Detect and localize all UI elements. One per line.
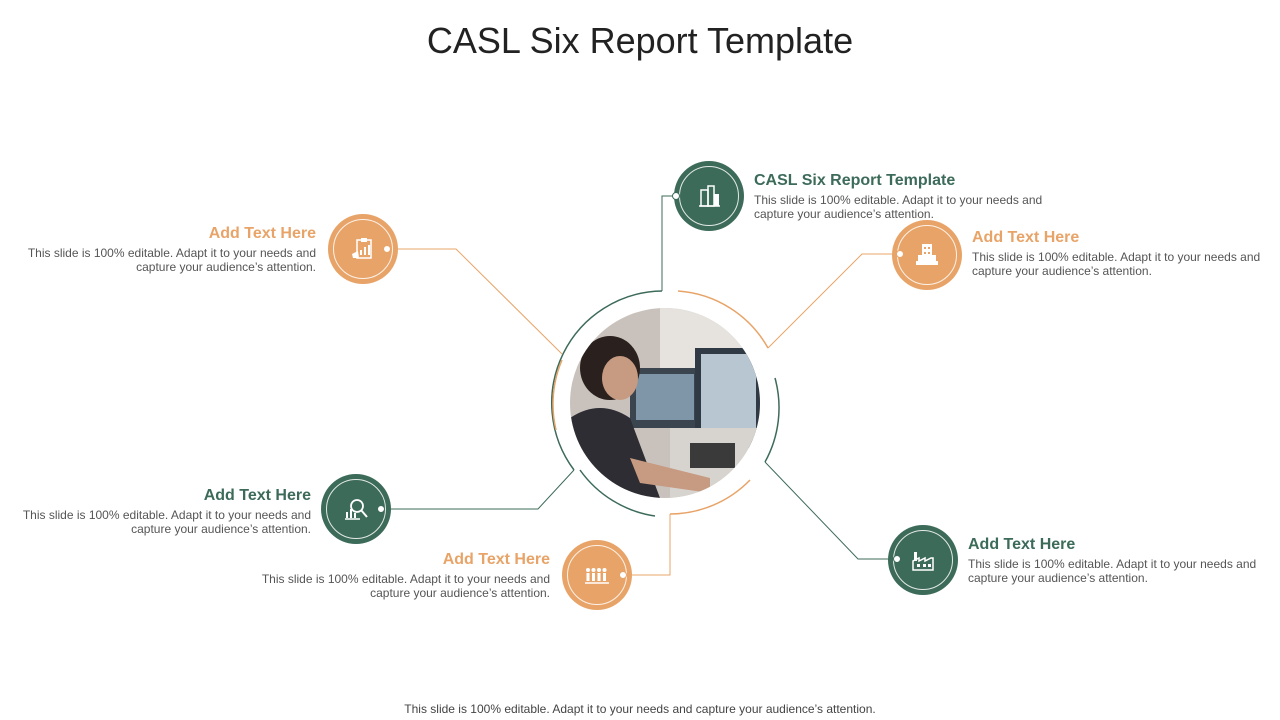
label-upper-right-body: This slide is 100% editable. Adapt it to…	[972, 250, 1261, 278]
node-lower-left	[321, 474, 391, 544]
connector-top	[661, 195, 676, 291]
factory-icon	[912, 552, 934, 571]
label-bottom-body: This slide is 100% editable. Adapt it to…	[261, 572, 550, 600]
label-upper-right-heading: Add Text Here	[972, 229, 1080, 246]
node-bottom	[562, 540, 632, 610]
label-lower-left: Add Text Here This slide is 100% editabl…	[11, 487, 311, 536]
label-lower-right-body: This slide is 100% editable. Adapt it to…	[968, 557, 1257, 585]
center-photo	[570, 308, 760, 498]
connector-upper-right	[767, 253, 897, 349]
connector-upper-left	[391, 248, 563, 355]
node-top	[672, 161, 744, 231]
center-arc-orange-left	[552, 359, 563, 431]
label-lower-right: Add Text Here This slide is 100% editabl…	[968, 536, 1268, 585]
label-bottom: Add Text Here This slide is 100% editabl…	[250, 551, 550, 600]
connector-bottom	[627, 514, 671, 576]
label-upper-left-body: This slide is 100% editable. Adapt it to…	[27, 246, 316, 274]
report-clipboard-icon	[352, 238, 372, 259]
center-arc-green-right	[764, 377, 780, 463]
label-lower-left-heading: Add Text Here	[203, 487, 311, 504]
node-upper-right	[892, 220, 962, 290]
connector-lower-right	[764, 461, 893, 560]
label-upper-right: Add Text Here This slide is 100% editabl…	[972, 229, 1272, 278]
people-group-icon	[585, 568, 609, 584]
building-icon	[699, 185, 720, 207]
center-arc-green-bottom	[579, 469, 656, 517]
center-arc-orange-bottom	[669, 479, 751, 515]
label-top: CASL Six Report Template This slide is 1…	[754, 172, 1054, 221]
label-upper-left: Add Text Here This slide is 100% editabl…	[16, 225, 316, 274]
label-lower-right-heading: Add Text Here	[968, 536, 1076, 553]
label-top-heading: CASL Six Report Template	[754, 172, 956, 189]
chart-search-icon	[345, 499, 368, 520]
label-upper-left-heading: Add Text Here	[208, 225, 316, 242]
slide-title: CASL Six Report Template	[426, 20, 854, 61]
footer-note: This slide is 100% editable. Adapt it to…	[404, 702, 876, 716]
label-bottom-heading: Add Text Here	[442, 551, 550, 568]
connector-lower-left	[385, 469, 575, 510]
node-lower-right	[888, 525, 958, 595]
label-lower-left-body: This slide is 100% editable. Adapt it to…	[22, 508, 311, 536]
center-arc-orange-top	[677, 290, 769, 349]
center-arc-green	[551, 290, 663, 471]
label-top-body: This slide is 100% editable. Adapt it to…	[754, 193, 1043, 221]
office-building-icon	[916, 244, 938, 265]
node-upper-left	[328, 214, 398, 284]
